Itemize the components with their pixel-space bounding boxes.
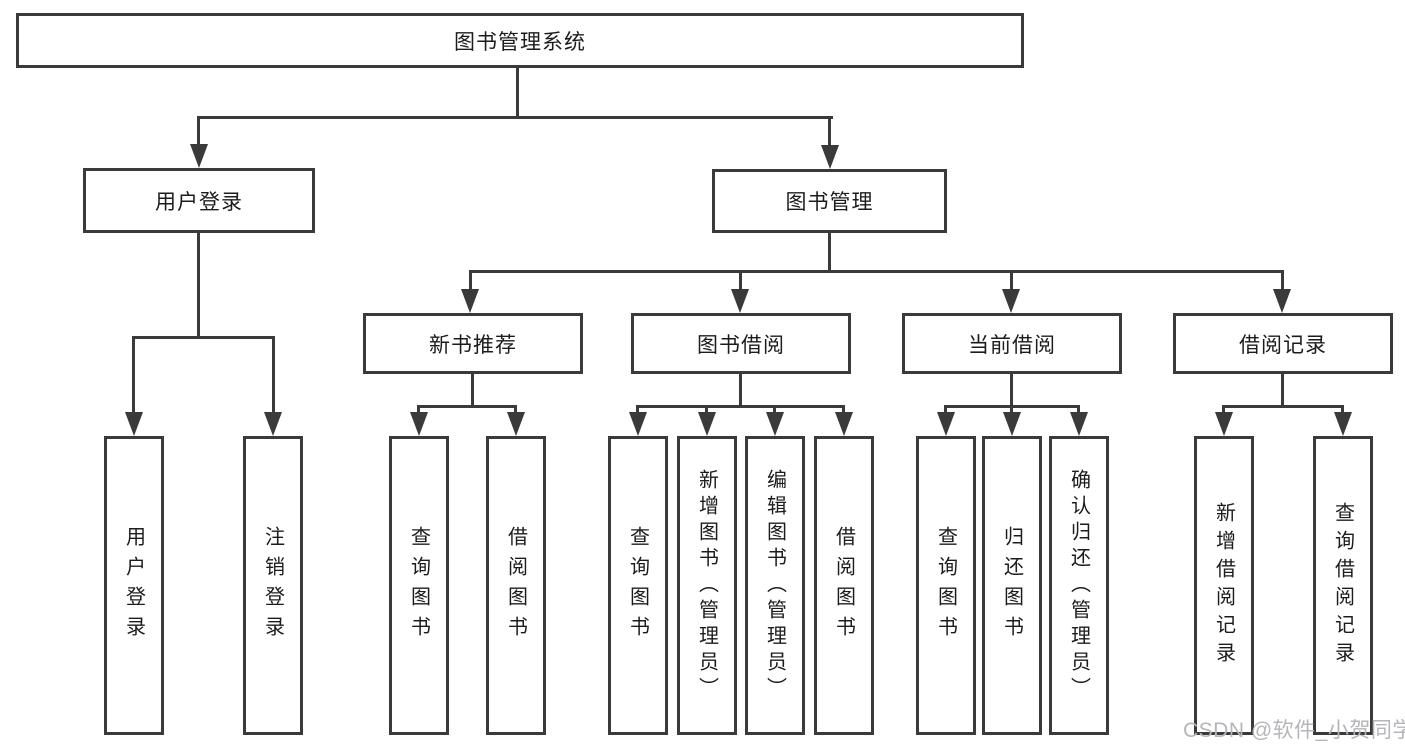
node-book-borrow-label: 图书借阅: [697, 333, 785, 357]
leaf-node-query-borrow-record: 查询借阅记录: [1313, 436, 1373, 735]
leaf-node-logout: 注销登录: [243, 436, 303, 735]
arrow-down-icon: [410, 412, 428, 436]
node-borrow-records-label: 借阅记录: [1239, 333, 1327, 357]
node-current-borrow-label: 当前借阅: [968, 333, 1056, 357]
connector-rail: [636, 405, 845, 408]
arrow-down-icon: [937, 412, 955, 436]
node-current-borrow: 当前借阅: [902, 313, 1122, 374]
connector-stem: [272, 336, 275, 431]
connector-rail: [417, 405, 517, 408]
leaf-label: 归还图书: [1000, 525, 1023, 646]
arrow-down-icon: [1215, 412, 1233, 436]
arrow-down-icon: [1003, 412, 1021, 436]
arrow-down-icon: [190, 144, 208, 168]
leaf-node-query-books: 查询图书: [608, 436, 668, 735]
arrow-down-icon: [629, 412, 647, 436]
node-book-borrow: 图书借阅: [631, 313, 851, 374]
connector-stem: [739, 374, 742, 407]
node-root: 图书管理系统: [16, 13, 1024, 68]
node-book-mgmt: 图书管理: [712, 169, 947, 233]
node-borrow-records: 借阅记录: [1173, 313, 1393, 374]
leaf-label: 借阅图书: [832, 525, 855, 646]
arrow-down-icon: [461, 289, 479, 313]
leaf-node-return-books: 归还图书: [982, 436, 1042, 735]
leaf-label: 确认归还（管理员）: [1067, 468, 1090, 703]
connector-stem-user-login: [197, 116, 200, 162]
leaf-node-query-books: 查询图书: [916, 436, 976, 735]
connector-rail: [1222, 405, 1344, 408]
leaf-node-query-books: 查询图书: [389, 436, 449, 735]
leaf-node-edit-books-admin: 编辑图书（管理员）: [745, 436, 805, 735]
leaf-node-add-books-admin: 新增图书（管理员）: [677, 436, 737, 735]
connector-stem: [1281, 374, 1284, 407]
connector-stem: [132, 336, 135, 431]
node-new-book-rec-label: 新书推荐: [429, 333, 517, 357]
arrow-down-icon: [821, 145, 839, 169]
arrow-down-icon: [835, 412, 853, 436]
arrow-down-icon: [766, 412, 784, 436]
connector-book-mgmt-stem: [828, 233, 831, 272]
leaf-node-add-borrow-record: 新增借阅记录: [1194, 436, 1254, 735]
arrow-down-icon: [698, 412, 716, 436]
leaf-label: 注销登录: [261, 525, 284, 646]
leaf-label: 编辑图书（管理员）: [763, 468, 786, 703]
arrow-down-icon: [1334, 412, 1352, 436]
arrow-down-icon: [1002, 289, 1020, 313]
connector-level3-rail: [469, 270, 1284, 273]
connector-level2-rail: [197, 116, 833, 119]
arrow-down-icon: [1070, 412, 1088, 436]
connector-stem-book-mgmt: [828, 116, 831, 162]
leaf-label: 用户登录: [122, 525, 145, 646]
node-root-label: 图书管理系统: [454, 30, 586, 54]
leaf-node-borrow-books: 借阅图书: [814, 436, 874, 735]
leaf-label: 新增图书（管理员）: [695, 468, 718, 703]
node-new-book-rec: 新书推荐: [363, 313, 583, 374]
leaf-label: 查询图书: [407, 525, 430, 646]
arrow-down-icon: [731, 289, 749, 313]
arrow-down-icon: [1273, 289, 1291, 313]
leaf-label: 查询图书: [934, 525, 957, 646]
leaf-node-user-login: 用户登录: [104, 436, 164, 735]
arrow-down-icon: [125, 412, 143, 436]
watermark: CSDN @软件_小贺同学: [1183, 719, 1405, 742]
arrow-down-icon: [264, 412, 282, 436]
leaf-label: 借阅图书: [504, 525, 527, 646]
connector-login-rail: [132, 336, 275, 339]
connector-stem: [1010, 374, 1013, 407]
connector-root-stem: [516, 68, 519, 118]
leaf-label: 新增借阅记录: [1212, 501, 1235, 670]
leaf-label: 查询借阅记录: [1331, 501, 1354, 670]
node-book-mgmt-label: 图书管理: [785, 191, 874, 214]
leaf-node-borrow-books: 借阅图书: [486, 436, 546, 735]
node-user-login: 用户登录: [83, 168, 315, 233]
leaf-label: 查询图书: [626, 525, 649, 646]
connector-stem: [471, 374, 474, 407]
leaf-node-confirm-return-admin: 确认归还（管理员）: [1049, 436, 1109, 735]
connector-user-login-stem: [197, 233, 200, 338]
arrow-down-icon: [507, 412, 525, 436]
node-user-login-label: 用户登录: [155, 190, 243, 214]
